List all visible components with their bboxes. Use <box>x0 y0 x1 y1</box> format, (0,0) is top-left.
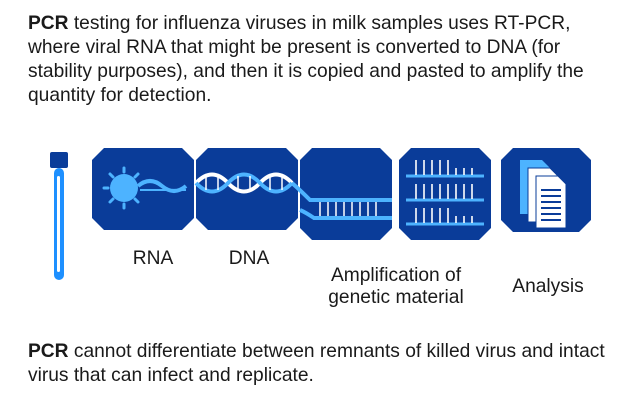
intro-paragraph: PCR testing for influenza viruses in mil… <box>28 12 618 108</box>
label-dna: DNA <box>228 248 270 269</box>
pcr-process-diagram <box>50 148 591 280</box>
outro-paragraph: PCR cannot differentiate between remnant… <box>28 340 618 388</box>
test-tube-icon <box>50 152 68 280</box>
dna-helix-icon <box>194 172 294 194</box>
outro-text: cannot differentiate between remnants of… <box>28 341 605 386</box>
dna-copies-icon <box>406 160 484 226</box>
rna-tile <box>92 148 194 230</box>
dna-tile <box>194 148 298 230</box>
dna-strand-icon <box>290 181 392 220</box>
intro-bold: PCR <box>28 13 69 34</box>
virus-icon <box>102 166 140 210</box>
label-rna: RNA <box>132 248 174 269</box>
label-amplification: Amplification of genetic material <box>328 265 464 308</box>
amplification-tile <box>290 148 392 240</box>
documents-icon <box>520 160 567 229</box>
copies-tile <box>399 148 491 240</box>
analysis-tile <box>501 148 591 232</box>
outro-bold: PCR <box>28 341 69 362</box>
intro-text: testing for influenza viruses in milk sa… <box>28 13 584 106</box>
label-analysis: Analysis <box>512 276 584 297</box>
